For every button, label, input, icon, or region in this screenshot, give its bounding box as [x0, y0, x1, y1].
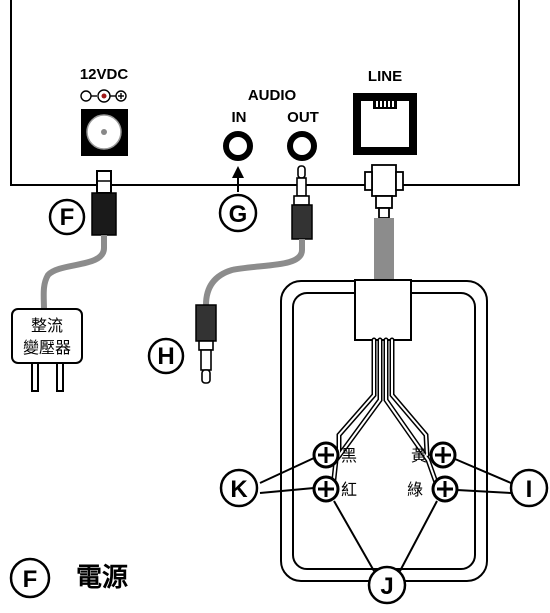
svg-text:I: I [526, 476, 533, 503]
phone-line-cord [374, 218, 394, 280]
audio-in-jack [223, 131, 253, 161]
line-label: LINE [368, 68, 402, 85]
audio-in-arrow [232, 166, 244, 192]
audio-label: AUDIO [248, 87, 297, 104]
svg-text:J: J [380, 573, 393, 600]
terminal-yellow: 黃 [411, 441, 457, 469]
svg-text:F: F [60, 204, 75, 231]
power-adapter: 整流 變壓器 [11, 308, 83, 392]
svg-text:變壓器: 變壓器 [23, 338, 71, 357]
cord-entry-block [354, 279, 412, 341]
power-cable [40, 235, 107, 311]
svg-text:K: K [230, 476, 248, 503]
rj11-plug [364, 164, 404, 219]
svg-text:紅: 紅 [341, 480, 357, 499]
callout-g: G [218, 193, 258, 233]
svg-text:F: F [23, 566, 38, 593]
callout-h: H [147, 337, 185, 375]
terminal-red: 紅 [312, 475, 357, 503]
dc-power-jack [81, 109, 128, 156]
audio-plug-bottom [195, 304, 217, 384]
legend-description: 電源 [76, 563, 128, 593]
svg-text:整流: 整流 [31, 316, 63, 335]
callout-k: K [219, 468, 259, 508]
leader-lines [259, 457, 512, 572]
rj11-line-jack [353, 93, 417, 155]
internal-wires [330, 337, 441, 491]
callout-j: J [367, 565, 407, 605]
polarity-symbol [80, 89, 127, 103]
svg-text:黑: 黑 [341, 446, 357, 465]
audio-cable [203, 239, 305, 306]
svg-text:H: H [157, 343, 174, 370]
audio-plug-top [291, 165, 313, 240]
audio-out-label: OUT [287, 109, 319, 126]
terminal-black: 黑 [312, 441, 357, 469]
svg-text:黃: 黃 [411, 446, 427, 465]
svg-text:綠: 綠 [407, 480, 423, 499]
legend-callout [9, 557, 51, 599]
terminal-green: 綠 [407, 475, 459, 503]
legend-item: F 電源 [9, 557, 128, 599]
svg-text:G: G [229, 201, 248, 228]
power-label: 12VDC [80, 66, 129, 83]
audio-in-label: IN [232, 109, 247, 126]
callout-f: F [48, 198, 86, 236]
audio-out-jack [287, 131, 317, 161]
callout-i: I [509, 468, 549, 508]
